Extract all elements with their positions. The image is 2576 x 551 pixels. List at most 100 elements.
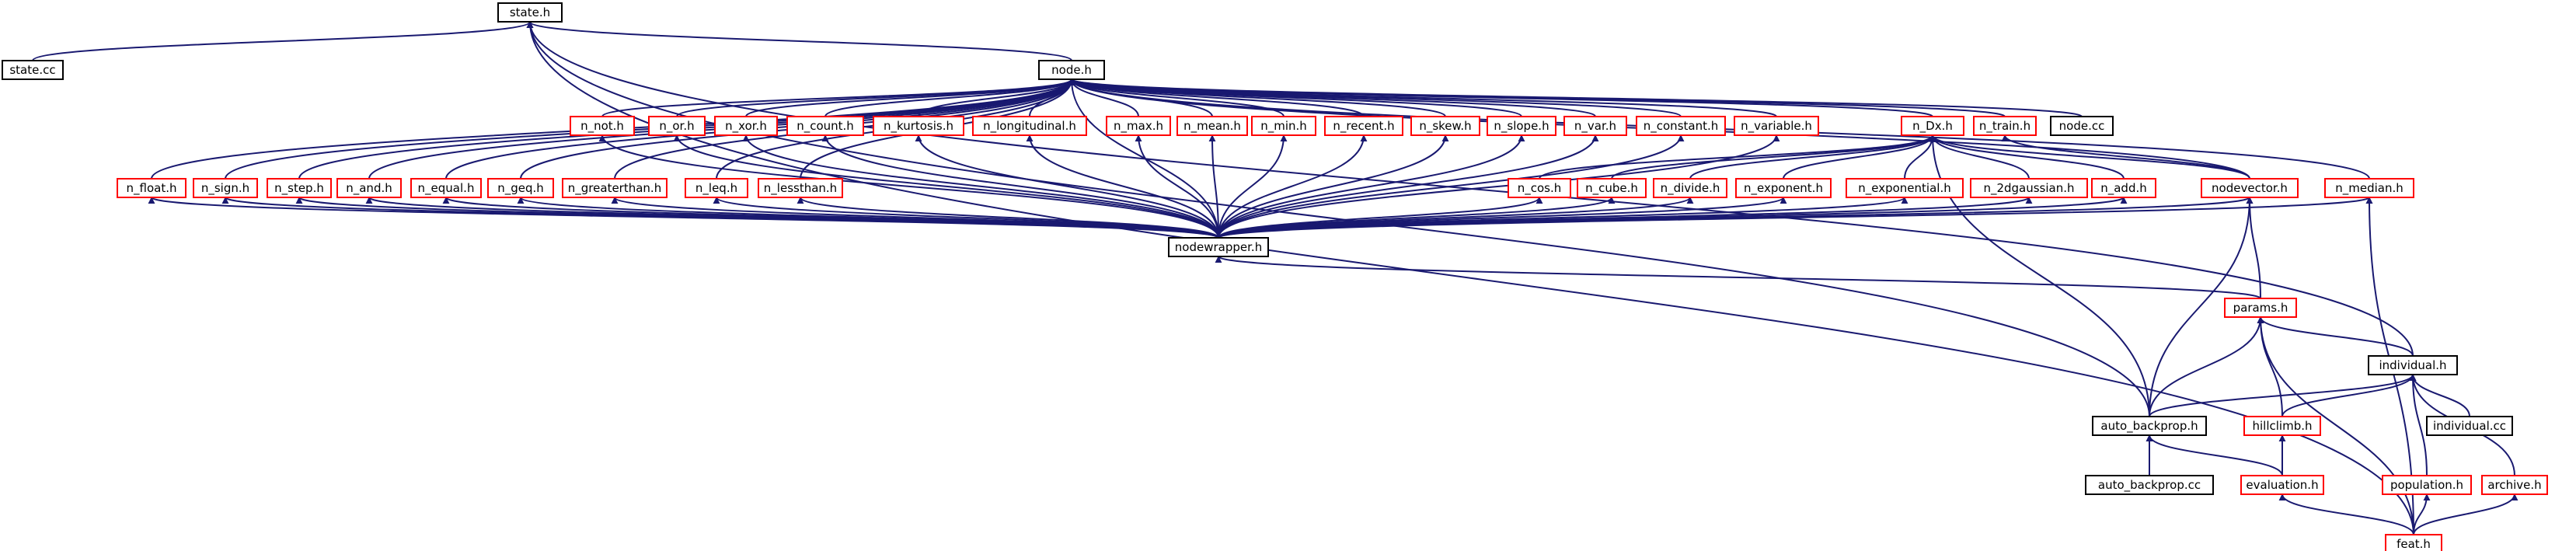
edge-nodewrapper-to-n_cos xyxy=(1218,197,1543,239)
edge-nodewrapper-to-n_geq xyxy=(517,197,1219,239)
file-node-n-cube[interactable]: n_cube.h xyxy=(1577,178,1647,198)
node-label: node.h xyxy=(1051,63,1092,77)
file-node-n-mean[interactable]: n_mean.h xyxy=(1176,116,1248,136)
file-node-n-not[interactable]: n_not.h xyxy=(570,116,635,136)
node-label: n_exponent.h xyxy=(1744,181,1823,196)
file-node-n-var[interactable]: n_var.h xyxy=(1563,116,1627,136)
file-node-auto-backprop-h[interactable]: auto_backprop.h xyxy=(2092,416,2207,436)
node-label: auto_backprop.cc xyxy=(2098,478,2201,493)
node-box xyxy=(2224,298,2297,318)
node-box xyxy=(1324,116,1403,136)
node-box xyxy=(2385,534,2442,551)
edge-n_or-to-node_h xyxy=(676,78,1075,117)
file-node-population[interactable]: population.h xyxy=(2382,475,2472,495)
file-node-n-float[interactable]: n_float.h xyxy=(117,178,186,198)
node-box xyxy=(1653,178,1727,198)
file-node-n-skew[interactable]: n_skew.h xyxy=(1410,116,1480,136)
file-node-n-geq[interactable]: n_geq.h xyxy=(487,178,554,198)
file-node-nodevector[interactable]: nodevector.h xyxy=(2201,178,2299,198)
node-box xyxy=(497,2,563,23)
edge-nodewrapper-to-n_mean xyxy=(1208,134,1219,239)
node-box xyxy=(2368,355,2458,375)
file-node-n-lessthan[interactable]: n_lessthan.h xyxy=(758,178,843,198)
file-node-node-h[interactable]: node.h xyxy=(1038,60,1105,80)
file-node-n-longitudinal[interactable]: n_longitudinal.h xyxy=(972,116,1087,136)
file-node-n-xor[interactable]: n_xor.h xyxy=(714,116,778,136)
file-node-n-max[interactable]: n_max.h xyxy=(1106,116,1171,136)
file-node-n-count[interactable]: n_count.h xyxy=(786,116,864,136)
edge-auto_backprop_h-to-state_h xyxy=(526,21,2150,417)
node-label: n_cube.h xyxy=(1585,181,1638,196)
file-node-hillclimb[interactable]: hillclimb.h xyxy=(2243,416,2321,436)
file-node-individual-h[interactable]: individual.h xyxy=(2368,355,2458,375)
file-node-n-and[interactable]: n_and.h xyxy=(336,178,402,198)
file-node-n-cos[interactable]: n_cos.h xyxy=(1508,178,1571,198)
file-node-node-cc[interactable]: node.cc xyxy=(2050,116,2114,136)
node-box xyxy=(193,178,258,198)
node-box xyxy=(786,116,864,136)
node-box xyxy=(1508,178,1571,198)
node-label: n_divide.h xyxy=(1661,181,1720,196)
node-label: n_not.h xyxy=(580,119,624,134)
node-box xyxy=(1846,178,1964,198)
node-label: n_equal.h xyxy=(418,181,475,196)
node-label: n_sign.h xyxy=(201,181,249,196)
file-node-params[interactable]: params.h xyxy=(2224,298,2297,318)
file-node-n-add[interactable]: n_add.h xyxy=(2091,178,2156,198)
node-box xyxy=(117,178,186,198)
node-label: n_and.h xyxy=(346,181,392,196)
file-node-n-slope[interactable]: n_slope.h xyxy=(1487,116,1556,136)
edge-hillclimb-to-individual_h xyxy=(2281,374,2417,417)
file-node-archive[interactable]: archive.h xyxy=(2481,475,2548,495)
node-label: n_add.h xyxy=(2100,181,2147,196)
file-node-n-recent[interactable]: n_recent.h xyxy=(1324,116,1403,136)
file-node-n-train[interactable]: n_train.h xyxy=(1973,116,2037,136)
node-box xyxy=(1636,116,1726,136)
file-node-feat[interactable]: feat.h xyxy=(2385,534,2442,551)
file-node-n-median[interactable]: n_median.h xyxy=(2324,178,2414,198)
file-node-n-or[interactable]: n_or.h xyxy=(648,116,706,136)
file-node-n-equal[interactable]: n_equal.h xyxy=(410,178,482,198)
file-node-auto-backprop-cc[interactable]: auto_backprop.cc xyxy=(2085,475,2214,495)
node-box xyxy=(2050,116,2114,136)
file-node-nodewrapper[interactable]: nodewrapper.h xyxy=(1168,237,1269,257)
file-node-n-kurtosis[interactable]: n_kurtosis.h xyxy=(873,116,964,136)
file-node-state-cc[interactable]: state.cc xyxy=(2,60,64,80)
file-node-n-exponent[interactable]: n_exponent.h xyxy=(1735,178,1832,198)
file-node-n-leq[interactable]: n_leq.h xyxy=(685,178,748,198)
edge-nodewrapper-to-n_longitudinal xyxy=(1026,134,1219,239)
file-node-n-constant[interactable]: n_constant.h xyxy=(1636,116,1726,136)
node-label: n_min.h xyxy=(1260,119,1307,134)
file-node-n-exponential[interactable]: n_exponential.h xyxy=(1846,178,1964,198)
file-node-n-sign[interactable]: n_sign.h xyxy=(193,178,258,198)
file-node-n-Dx[interactable]: n_Dx.h xyxy=(1901,116,1964,136)
node-label: n_kurtosis.h xyxy=(884,119,953,134)
edge-nodewrapper-to-n_slope xyxy=(1218,134,1525,239)
file-node-n-divide[interactable]: n_divide.h xyxy=(1653,178,1727,198)
file-node-evaluation[interactable]: evaluation.h xyxy=(2240,475,2324,495)
edge-n_xor-to-node_h xyxy=(745,78,1075,117)
edge-feat-to-archive xyxy=(2413,493,2518,535)
edge-auto_backprop_h-to-individual_h xyxy=(2149,374,2417,417)
node-label: n_or.h xyxy=(659,119,694,134)
file-node-individual-cc[interactable]: individual.cc xyxy=(2426,416,2513,436)
node-box xyxy=(336,178,402,198)
node-label: n_leq.h xyxy=(695,181,737,196)
node-box xyxy=(1487,116,1556,136)
file-node-n-greaterthan[interactable]: n_greaterthan.h xyxy=(562,178,668,198)
node-label: params.h xyxy=(2233,301,2288,315)
file-node-n-2dgaussian[interactable]: n_2dgaussian.h xyxy=(1970,178,2088,198)
edge-nodewrapper-to-n_max xyxy=(1135,134,1219,239)
node-label: individual.cc xyxy=(2433,419,2506,433)
node-label: n_Dx.h xyxy=(1912,119,1953,134)
edge-nodewrapper-to-n_or xyxy=(673,134,1219,239)
node-box xyxy=(1168,237,1269,257)
node-label: n_train.h xyxy=(1979,119,2030,134)
edge-individual_h-to-params xyxy=(2257,316,2414,357)
file-node-n-min[interactable]: n_min.h xyxy=(1251,116,1316,136)
node-box xyxy=(2324,178,2414,198)
file-node-n-variable[interactable]: n_variable.h xyxy=(1734,116,1819,136)
edge-auto_backprop_h-to-params xyxy=(2149,316,2264,417)
file-node-n-step[interactable]: n_step.h xyxy=(267,178,332,198)
node-box xyxy=(2085,475,2214,495)
